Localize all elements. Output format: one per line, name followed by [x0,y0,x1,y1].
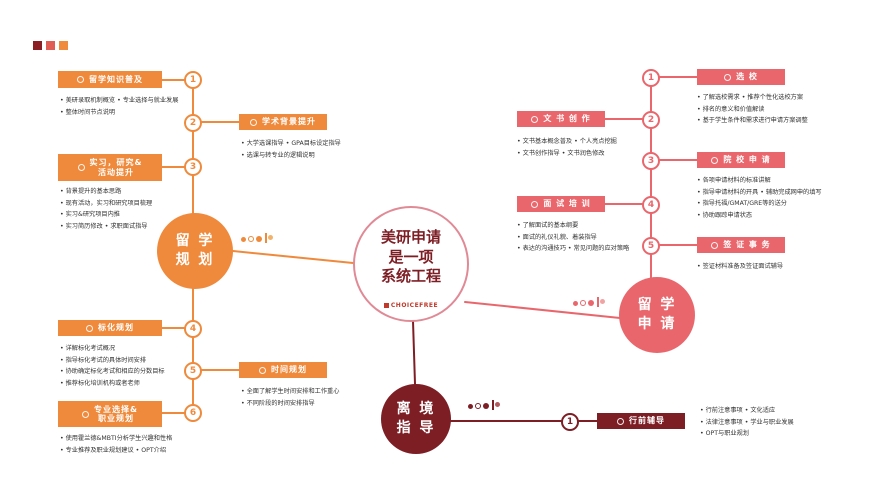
list-item: 签证材料准备及签证面试辅导 [697,261,783,273]
left-items-1: 美研录取机制概览 • 专业选择与就业发展 整体时间节点说明 [60,95,179,119]
right-label-3: 院 校 申 请 [697,152,785,168]
step-number: 6 [184,404,202,422]
left-label-5: 时间规划 [239,362,327,378]
circle-icon [711,241,719,249]
left-items-3: 背景提升的基本思路 现有活动，实习和研究项目梳理 实习&研究项目内推 实习简历修… [60,186,153,233]
circle-icon [724,73,732,81]
step-number: 1 [561,413,579,431]
plan-to-center-line [232,250,354,264]
left-items-2: 大学选课指导 • GPA目标设定指导 选课与转专业的逻辑说明 [241,138,341,161]
list-item: 专业推荐及职业规划建议 • OPT介绍 [60,445,172,457]
left-items-4: 详解标化考试概况 指导标化考试的具体时间安排 协助确定标化考试和相应的分数目标 … [60,343,165,389]
circle-icon [259,366,266,374]
list-item: 美研录取机制概览 • 专业选择与就业发展 [60,95,179,107]
circle-icon [531,200,539,208]
left-label-3: 实习，研究& 活动提升 [58,154,162,181]
left-items-5: 全面了解学生时间安排和工作重心 不同阶段的时间安排指导 [241,386,340,410]
right-items-1: 了解选校需求 • 推荐个性化选校方案 排名的意义和价值解读 基于学生条件和需求进… [697,92,808,127]
list-item: 行前注意事项 • 文化适应 [700,405,794,417]
list-item: 推荐标化培训机构或者老师 [60,378,165,390]
list-item: 指导标化考试的具体时间安排 [60,355,165,367]
bottom-label: 行前辅导 [597,413,685,429]
step-number: 1 [642,69,660,87]
step-number: 1 [184,71,202,89]
circle-icon [711,156,719,164]
step-number: 3 [642,152,660,170]
step-number: 4 [642,196,660,214]
list-item: 实习&研究项目内推 [60,209,152,221]
circle-icon [86,324,93,332]
right-label-1: 选 校 [697,69,785,85]
hub-apply: 留 学 申 请 [619,277,695,353]
person-desk-icon [573,297,613,309]
left-label-4: 标化规划 [58,320,162,336]
right-label-5: 签 证 事 务 [697,237,785,253]
bottom-items: 行前注意事项 • 文化适应 法律注意事项 • 学业与职业发展 OPT与职业规划 [700,405,794,440]
list-item: 表达的沟通技巧 • 常见问题的应对策略 [517,243,630,255]
right-items-3: 各项申请材料的标准讲解 指导申请材料的开具 • 辅助完成网申的填写 指导托福/G… [697,175,822,221]
list-item: 协助跟踪申请状态 [697,210,822,222]
list-item: 背景提升的基本思路 [60,186,152,198]
person-desk-icon [468,400,510,412]
right-label-2: 文 书 创 作 [517,111,605,127]
list-item: 整体时间节点说明 [60,107,178,119]
circle-icon [77,164,85,171]
list-item: 基于学生条件和需求进行申请方案调整 [697,115,808,127]
step-number: 5 [642,237,660,255]
circle-icon [531,115,539,123]
center-logo: CHOICEFREE [355,302,467,309]
list-item: 指导申请材料的开具 • 辅助完成网申的填写 [697,187,822,199]
list-item: 文书基本概念普及 • 个人亮点挖掘 [517,136,617,148]
center-to-depart-line [412,320,416,385]
hub-plan: 留 学 规 划 [157,213,233,289]
list-item: OPT与职业规划 [700,428,794,440]
center-title: 美研申请 是一项 系统工程 [380,228,441,285]
list-item: 现有活动，实习和研究项目梳理 [60,198,153,210]
right-label-4: 面 试 培 训 [517,196,605,212]
center-node: 美研申请 是一项 系统工程 CHOICEFREE [353,206,469,322]
right-items-2: 文书基本概念普及 • 个人亮点挖掘 文书创作指导 • 文书润色修改 [517,136,617,159]
color-swatch-icon [33,41,42,50]
step-number: 2 [184,114,202,132]
left-label-2: 学术背景提升 [239,114,327,130]
list-item: 面试的礼仪礼貌、着装指导 [517,232,629,244]
step-number: 3 [184,158,202,176]
left-label-1: 留学知识普及 [58,71,162,88]
right-items-5: 签证材料准备及签证面试辅导 [697,261,783,273]
list-item: 指导托福/GMAT/GRE等的送分 [697,198,822,210]
step-number: 4 [184,320,202,338]
list-item: 文书创作指导 • 文书润色修改 [517,148,617,160]
left-label-6: 专业选择& 职业规划 [58,401,162,427]
list-item: 使用霍兰德&MBTI分析学生兴趣和性格 [60,433,173,445]
hub-depart: 离 境 指 导 [381,384,451,454]
logo-icon [383,302,389,308]
center-to-apply-line [464,301,621,319]
circle-icon [77,76,84,83]
list-item: 详解标化考试概况 [60,343,165,355]
circle-icon [250,118,257,126]
list-item: 排名的意义和价值解读 [697,104,808,116]
list-item: 大学选课指导 • GPA目标设定指导 [241,138,341,150]
circle-icon [617,417,624,425]
list-item: 选课与转专业的逻辑说明 [241,150,341,162]
list-item: 协助确定标化考试和相应的分数目标 [60,366,165,378]
color-swatch-icon [59,41,68,50]
step-number: 2 [642,111,660,129]
person-desk-icon [241,233,281,245]
step-number: 5 [184,362,202,380]
circle-icon [82,410,89,418]
list-item: 实习简历修改 • 求职面试指导 [60,221,152,233]
list-item: 各项申请材料的标准讲解 [697,175,822,187]
list-item: 不同阶段的时间安排指导 [241,398,339,410]
list-item: 全面了解学生时间安排和工作重心 [241,386,340,398]
left-items-6: 使用霍兰德&MBTI分析学生兴趣和性格 专业推荐及职业规划建议 • OPT介绍 [60,433,173,457]
color-swatch-icon [46,41,55,50]
list-item: 了解面试的基本纲要 [517,220,629,232]
right-items-4: 了解面试的基本纲要 面试的礼仪礼貌、着装指导 表达的沟通技巧 • 常见问题的应对… [517,220,630,255]
list-item: 了解选校需求 • 推荐个性化选校方案 [697,92,808,104]
list-item: 法律注意事项 • 学业与职业发展 [700,417,794,429]
